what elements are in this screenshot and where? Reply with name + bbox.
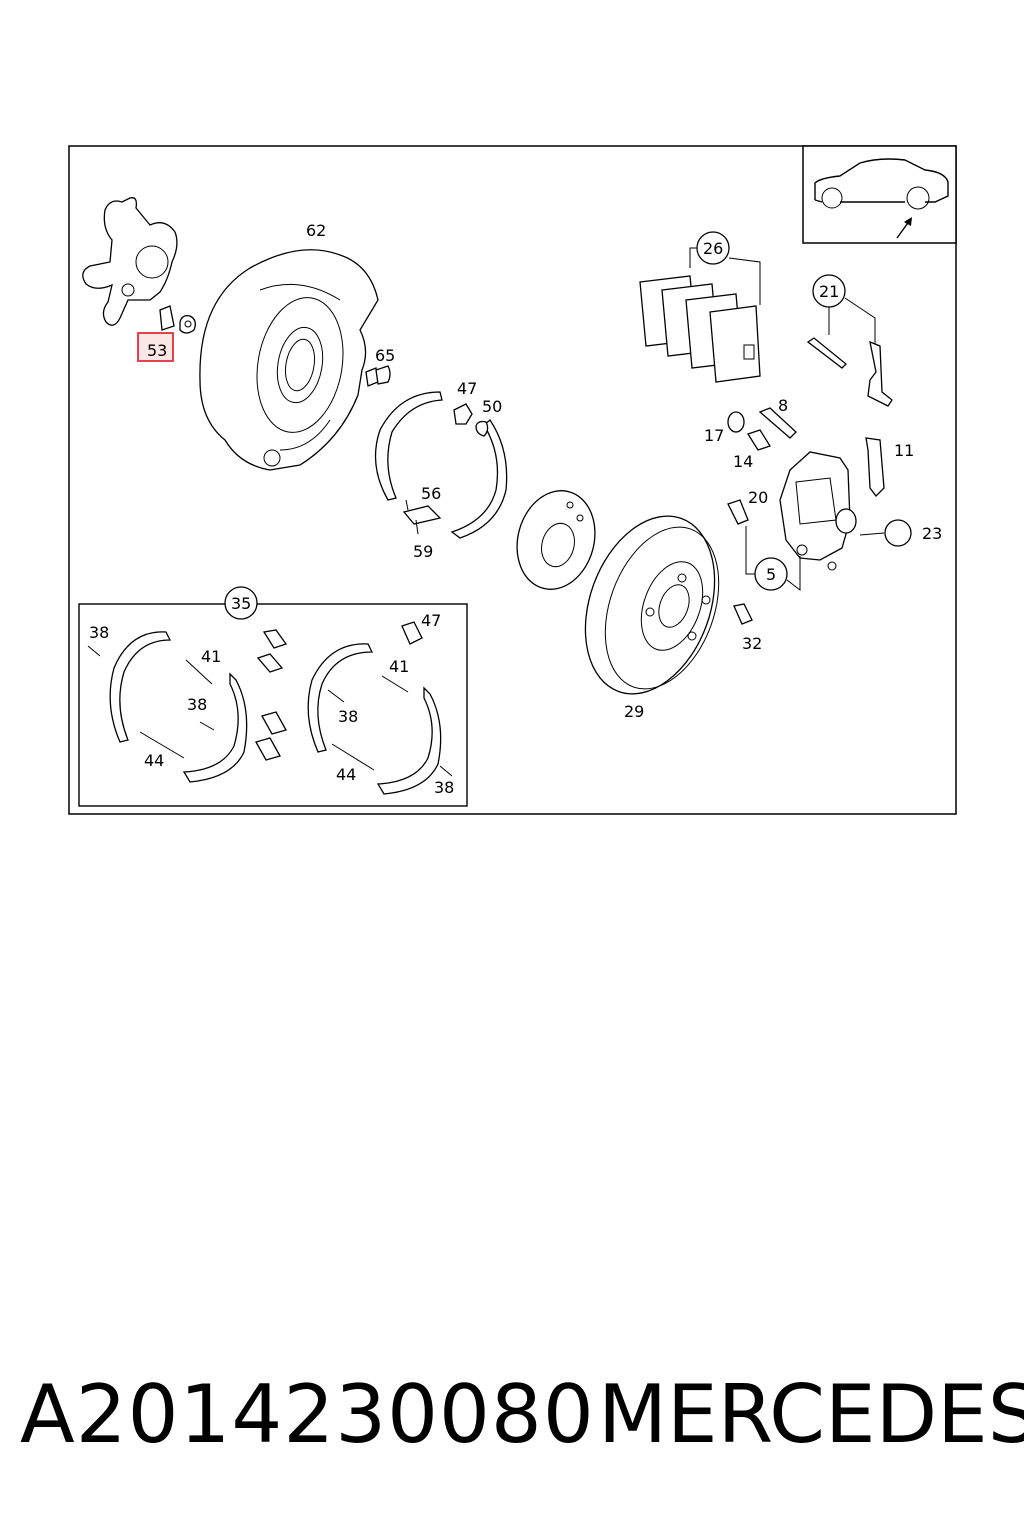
cap-17-part [727, 411, 745, 433]
wheel-carrier-part [82, 197, 178, 326]
backing-plate-part [199, 249, 379, 471]
bolt-32-part [733, 603, 753, 625]
parking-brake-shoe-part [374, 391, 508, 539]
callout-8: 8 [778, 396, 788, 415]
spring-clip-part [867, 340, 893, 407]
part-number: A2014230080 [20, 1368, 595, 1461]
callout-38d: 38 [434, 778, 454, 797]
callout-circle-35 [224, 586, 258, 620]
callout-14: 14 [733, 452, 753, 471]
callout-41b: 41 [389, 657, 409, 676]
parts-diagram: 53 62 65 47 50 56 59 [68, 145, 957, 815]
callout-21: 21 [819, 282, 839, 301]
wheel-hub-part [516, 490, 596, 590]
highlight-box-53 [137, 332, 174, 362]
leader-26 [689, 247, 761, 305]
washer-50-part [475, 420, 489, 437]
diagram-frame [68, 145, 957, 815]
leader-21 [828, 297, 876, 345]
callout-41a: 41 [201, 647, 221, 666]
callout-56: 56 [421, 484, 441, 503]
callout-47a: 47 [457, 379, 477, 398]
bracket-11-part [865, 437, 885, 497]
callout-23: 23 [922, 524, 942, 543]
brake-disc-part [584, 515, 720, 695]
callout-26: 26 [703, 239, 723, 258]
callout-44a: 44 [144, 751, 164, 770]
callout-17: 17 [704, 426, 724, 445]
kit-left-shoes [87, 631, 248, 783]
callout-50: 50 [482, 397, 502, 416]
callout-38a: 38 [89, 623, 109, 642]
callout-65: 65 [375, 346, 395, 365]
callout-32: 32 [742, 634, 762, 653]
guide-pin-part [806, 337, 847, 369]
callout-29: 29 [624, 702, 644, 721]
caliper-part [779, 451, 857, 571]
callout-20: 20 [748, 488, 768, 507]
adjuster-56-part [402, 499, 442, 535]
brand-name: MERCEDES [598, 1368, 1024, 1461]
callout-44b: 44 [336, 765, 356, 784]
callout-62: 62 [306, 221, 326, 240]
bolt-20-part [727, 499, 749, 525]
callout-59: 59 [413, 542, 433, 561]
brake-pad-set-part [639, 275, 761, 383]
callout-11: 11 [894, 441, 914, 460]
bushing-14-part [747, 429, 771, 451]
kit-35-frame [78, 603, 468, 807]
callout-53: 53 [147, 341, 167, 360]
callout-5: 5 [766, 565, 776, 584]
kit-bolts [255, 629, 288, 761]
callout-38b: 38 [187, 695, 207, 714]
callout-38c: 38 [338, 707, 358, 726]
kit-right-shoes [307, 621, 453, 795]
bolt-65-part [365, 365, 391, 387]
wrench-23-icon [859, 519, 912, 547]
part-53-washer [159, 305, 196, 334]
nut-47-part [453, 403, 473, 425]
callout-35: 35 [231, 594, 251, 613]
leader-5 [745, 526, 801, 592]
bolt-8-part [758, 407, 797, 439]
footer: A2014230080 MERCEDES [0, 1368, 1024, 1478]
callout-47b: 47 [421, 611, 441, 630]
vehicle-location-inset [802, 145, 957, 244]
